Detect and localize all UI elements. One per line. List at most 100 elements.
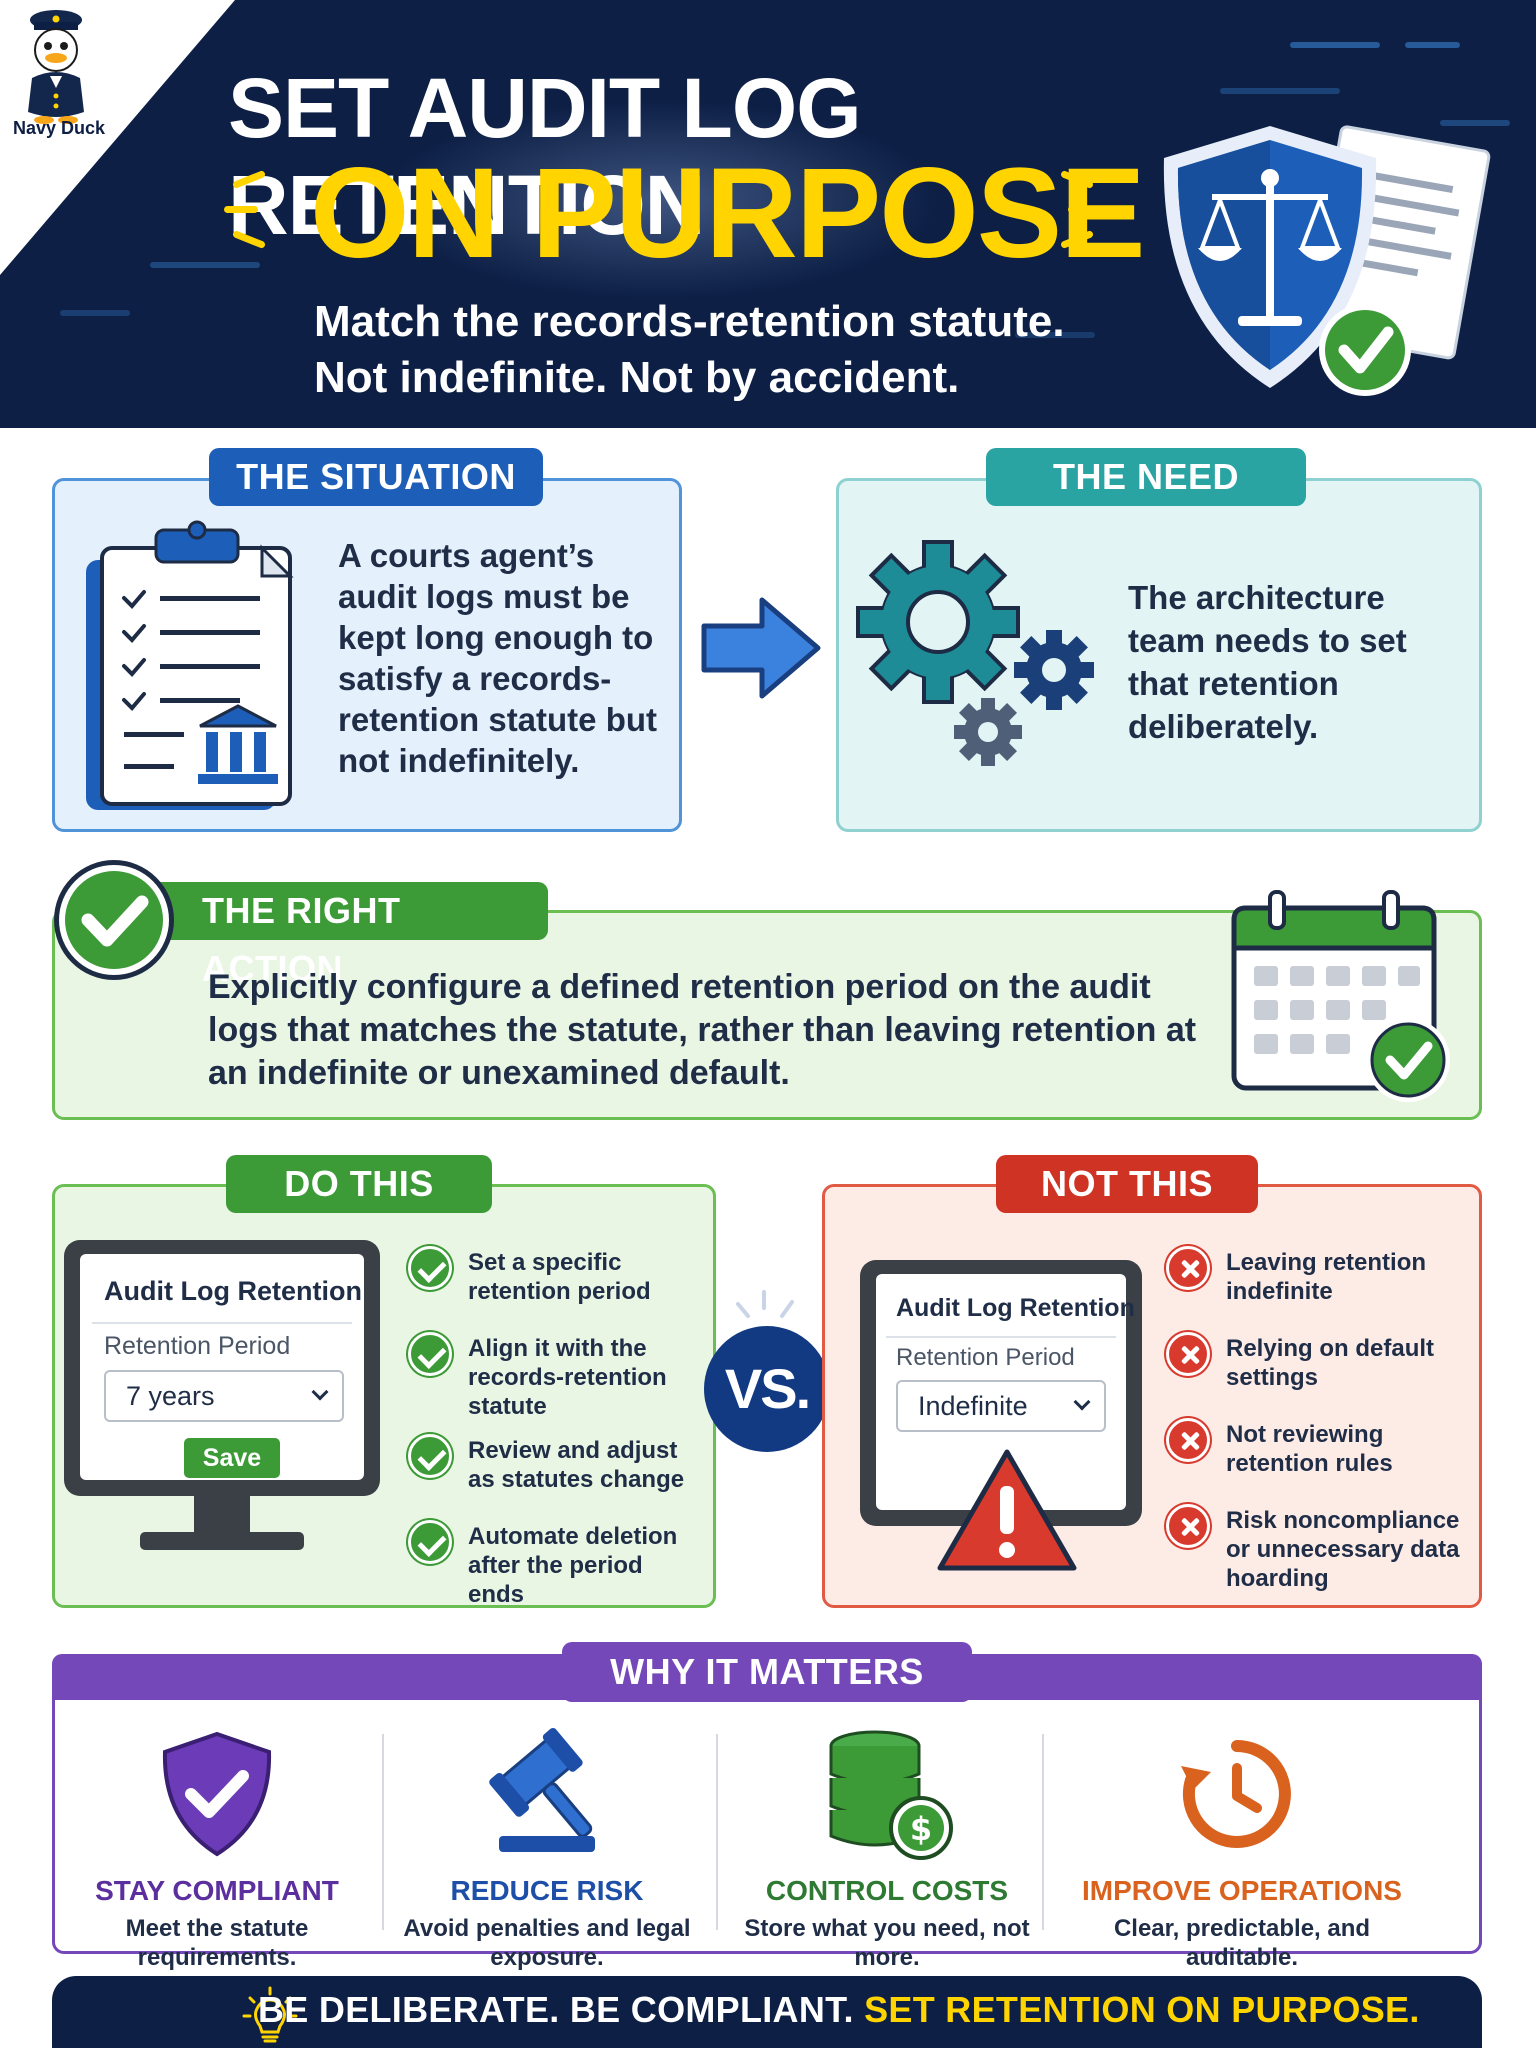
clipboard-checklist-icon xyxy=(86,520,294,810)
navy-duck-logo xyxy=(28,10,84,124)
check-circle-icon xyxy=(408,1246,452,1290)
need-text: The architecture team needs to set that … xyxy=(1128,579,1407,745)
do-item-text: Review and adjust as statutes change xyxy=(468,1437,685,1493)
why-item-compliant: STAY COMPLIANT Meet the statute requirem… xyxy=(52,1724,382,1972)
arrow-right-icon xyxy=(701,597,821,699)
vs-badge: VS. xyxy=(704,1326,830,1452)
do-item: Automate deletion after the period ends xyxy=(408,1520,698,1609)
save-button[interactable]: Save xyxy=(184,1438,280,1478)
header-banner: Navy Duck SET AUDIT LOG RETENTION ON PUR… xyxy=(0,0,1536,428)
footer-banner xyxy=(52,1976,1482,2048)
why-label: WHY IT MATTERS xyxy=(562,1642,972,1702)
not-item: Leaving retention indefinite xyxy=(1166,1246,1472,1306)
why-item-desc: Clear, predictable, and auditable. xyxy=(1113,1915,1371,1971)
chevron-down-icon xyxy=(1073,1393,1091,1411)
retention-period-value: 7 years xyxy=(126,1381,215,1411)
why-item-title: IMPROVE OPERATIONS xyxy=(1082,1875,1402,1906)
footer-text-yellow: SET RETENTION ON PURPOSE. xyxy=(864,1989,1420,2030)
gears-icon xyxy=(856,540,1094,766)
check-circle-icon xyxy=(408,1520,452,1564)
monitor-base xyxy=(140,1532,304,1550)
header-streak xyxy=(1440,120,1510,126)
do-item-text: Align it with the records-retention stat… xyxy=(468,1335,667,1420)
header-streak xyxy=(1405,42,1460,48)
footer-text-white: BE DELIBERATE. BE COMPLIANT. xyxy=(258,1989,854,2030)
mockup-divider xyxy=(92,1322,352,1324)
why-item-desc: Meet the statute requirements. xyxy=(125,1915,309,1971)
calendar-check-icon xyxy=(1231,890,1450,1102)
situation-text: A courts agent’s audit logs must be kept… xyxy=(338,537,657,779)
x-circle-icon xyxy=(1166,1504,1210,1548)
why-item-desc: Store what you need, not more. xyxy=(744,1915,1030,1971)
gavel-icon xyxy=(489,1727,595,1852)
x-circle-icon xyxy=(1166,1332,1210,1376)
not-item: Risk noncompliance or unnecessary data h… xyxy=(1166,1504,1472,1593)
right-action-label: THE RIGHT ACTION xyxy=(152,882,548,989)
mockup-title: Audit Log Retention xyxy=(104,1276,362,1306)
accent-dash xyxy=(1068,206,1102,213)
retention-period-value: Indefinite xyxy=(918,1391,1028,1421)
lightbulb-icon xyxy=(242,1986,298,2043)
warning-triangle-icon xyxy=(937,1449,1077,1571)
right-action-text: Explicitly configure a defined retention… xyxy=(208,968,1197,1092)
why-item-title: CONTROL COSTS xyxy=(765,1875,1009,1906)
shield-scales-document-icon xyxy=(1163,125,1491,396)
mockup-title: Audit Log Retention xyxy=(896,1294,1135,1322)
x-circle-icon xyxy=(1166,1246,1210,1290)
header-subtitle: Match the records-retention statute. Not… xyxy=(314,294,1094,406)
brand-name: Navy Duck xyxy=(12,118,106,138)
why-item-operations: IMPROVE OPERATIONS Clear, predictable, a… xyxy=(1072,1724,1412,1972)
header-streak xyxy=(1015,332,1095,338)
why-item-title: STAY COMPLIANT xyxy=(95,1875,339,1906)
chevron-down-icon xyxy=(311,1383,329,1401)
do-item-text: Automate deletion after the period ends xyxy=(468,1523,678,1608)
subtitle-line-2: Not indefinite. Not by accident. xyxy=(314,353,960,402)
mockup-divider xyxy=(886,1336,1116,1338)
header-streak xyxy=(1290,42,1380,48)
check-circle-icon xyxy=(408,1434,452,1478)
retention-period-label: Retention Period xyxy=(896,1344,1075,1371)
monitor-screen: Audit Log Retention Retention Period 7 y… xyxy=(80,1254,364,1480)
not-item-text: Leaving retention indefinite xyxy=(1226,1249,1427,1305)
shield-check-icon xyxy=(162,1731,272,1857)
why-divider xyxy=(382,1734,384,1930)
svg-text:$: $ xyxy=(910,1810,932,1848)
why-item-title: REDUCE RISK xyxy=(450,1875,644,1906)
not-item-text: Relying on default settings xyxy=(1226,1335,1435,1391)
title-line-1: SET AUDIT LOG RETENTION xyxy=(228,61,862,252)
do-item-text: Set a specific retention period xyxy=(468,1249,651,1305)
header-glow xyxy=(380,100,940,300)
footer-text: BE DELIBERATE. BE COMPLIANT. SET RETENTI… xyxy=(258,1989,1420,2031)
not-item: Relying on default settings xyxy=(1166,1332,1472,1392)
why-divider xyxy=(716,1734,718,1930)
retention-period-label: Retention Period xyxy=(104,1332,291,1360)
header-streak xyxy=(1220,88,1340,94)
spark-lines-icon xyxy=(736,1290,794,1318)
situation-label: THE SITUATION xyxy=(209,448,543,506)
monitor-stand xyxy=(194,1496,250,1532)
title-line-2: ON PURPOSE xyxy=(310,142,1145,285)
why-divider xyxy=(1042,1734,1044,1930)
not-item-text: Risk noncompliance or unnecessary data h… xyxy=(1226,1507,1460,1592)
why-item-desc: Avoid penalties and legal exposure. xyxy=(403,1915,691,1971)
subtitle-line-1: Match the records-retention statute. xyxy=(314,297,1065,346)
database-dollar-icon: $ xyxy=(829,1730,953,1860)
clock-refresh-icon xyxy=(1181,1740,1291,1848)
not-item: Not reviewing retention rules xyxy=(1166,1418,1472,1478)
do-item: Set a specific retention period xyxy=(408,1246,698,1306)
check-circle-icon xyxy=(408,1332,452,1376)
do-item: Review and adjust as statutes change xyxy=(408,1434,698,1494)
header-streak xyxy=(60,310,130,316)
not-item-text: Not reviewing retention rules xyxy=(1226,1421,1393,1477)
retention-period-select[interactable]: 7 years xyxy=(104,1370,344,1422)
retention-period-select[interactable]: Indefinite xyxy=(896,1380,1106,1432)
checkmark-circle-icon xyxy=(54,860,174,980)
do-item: Align it with the records-retention stat… xyxy=(408,1332,698,1421)
monitor-frame: Audit Log Retention Retention Period 7 y… xyxy=(64,1240,380,1496)
not-this-label: NOT THIS xyxy=(996,1155,1258,1213)
accent-dash xyxy=(224,206,258,213)
why-item-risk: REDUCE RISK Avoid penalties and legal ex… xyxy=(382,1724,712,1972)
x-circle-icon xyxy=(1166,1418,1210,1462)
why-item-costs: $ CONTROL COSTS Store what you need, not… xyxy=(722,1724,1052,1972)
need-label: THE NEED xyxy=(986,448,1306,506)
